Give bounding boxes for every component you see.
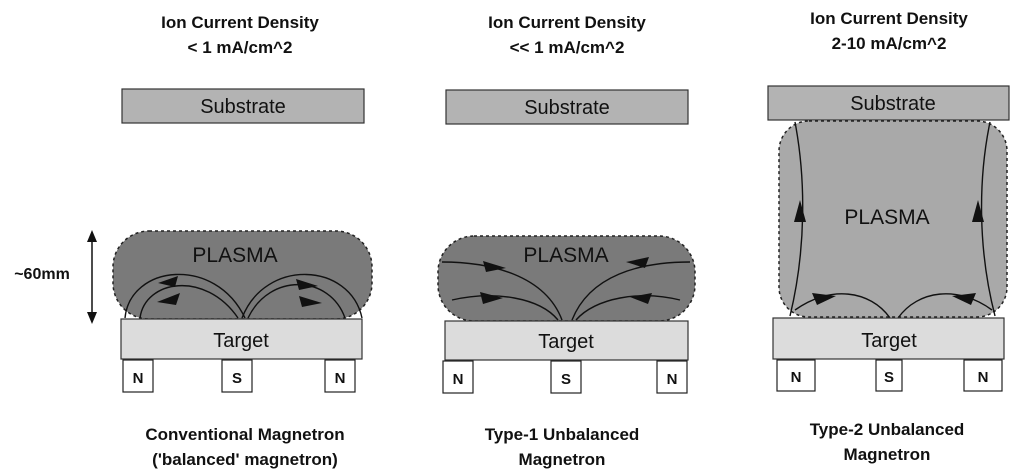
field-line bbox=[794, 293, 891, 319]
substrate-label: Substrate bbox=[850, 93, 936, 115]
dimension-arrow-up bbox=[87, 230, 97, 242]
magnet-label: S bbox=[561, 371, 571, 388]
arrow-marker bbox=[296, 279, 318, 290]
magnet-north-left bbox=[122, 359, 154, 393]
target-block bbox=[120, 318, 363, 360]
field-line bbox=[241, 273, 363, 319]
arrow-marker bbox=[483, 261, 506, 272]
substrate-block bbox=[121, 88, 365, 124]
dimension-arrow-down bbox=[87, 312, 97, 324]
arrow-marker bbox=[972, 200, 984, 222]
magnet-label: S bbox=[884, 369, 894, 386]
height-dimension: ~60mm bbox=[14, 230, 97, 324]
field-line bbox=[124, 273, 246, 319]
magnet-label: N bbox=[335, 370, 346, 387]
target-label: Target bbox=[213, 330, 269, 352]
magnet-north-right bbox=[656, 360, 688, 394]
arrow-marker bbox=[812, 293, 836, 305]
magnet-south bbox=[221, 359, 253, 393]
substrate-label: Substrate bbox=[524, 97, 610, 119]
magnet-north-left bbox=[442, 360, 474, 394]
arrow-marker bbox=[630, 293, 652, 304]
density-title: Ion Current Density bbox=[810, 9, 968, 28]
panel-conventional: Ion Current Density < 1 mA/cm^2 Substrat… bbox=[112, 13, 373, 469]
plasma-label: PLASMA bbox=[523, 244, 608, 267]
magnet-label: N bbox=[978, 369, 989, 386]
caption-line2: Magnetron bbox=[519, 450, 606, 469]
magnet-north-right bbox=[324, 359, 356, 393]
target-block bbox=[444, 320, 689, 361]
plasma-label: PLASMA bbox=[844, 206, 929, 229]
field-line bbox=[441, 261, 563, 321]
caption-line1: Type-2 Unbalanced bbox=[810, 420, 965, 439]
field-arrows bbox=[794, 200, 984, 305]
density-value: 2-10 mA/cm^2 bbox=[832, 34, 947, 53]
target-label: Target bbox=[538, 331, 594, 353]
arrow-marker bbox=[626, 257, 649, 268]
density-value: << 1 mA/cm^2 bbox=[510, 38, 625, 57]
magnet-north-right bbox=[963, 359, 1003, 392]
field-line bbox=[451, 295, 559, 321]
density-title: Ion Current Density bbox=[161, 13, 319, 32]
arrow-marker bbox=[158, 276, 178, 287]
field-line bbox=[571, 261, 691, 321]
field-line bbox=[575, 295, 681, 321]
field-arrows bbox=[157, 276, 322, 307]
substrate-label: Substrate bbox=[200, 96, 286, 118]
panel-type1: Ion Current Density << 1 mA/cm^2 Substra… bbox=[437, 13, 696, 469]
density-value: < 1 mA/cm^2 bbox=[188, 38, 293, 57]
arrow-marker bbox=[299, 296, 322, 307]
arrow-marker bbox=[480, 292, 503, 304]
magnet-south bbox=[550, 360, 582, 394]
panel-type2: Ion Current Density 2-10 mA/cm^2 Substra… bbox=[767, 9, 1010, 464]
target-label: Target bbox=[861, 330, 917, 352]
magnet-label: N bbox=[453, 371, 464, 388]
substrate-block bbox=[767, 85, 1010, 121]
arrow-marker bbox=[952, 293, 976, 305]
caption-line2: Magnetron bbox=[844, 445, 931, 464]
caption-line1: Conventional Magnetron bbox=[145, 425, 344, 444]
magnet-label: N bbox=[133, 370, 144, 387]
target-block bbox=[772, 317, 1005, 360]
magnet-south bbox=[875, 359, 903, 392]
plasma-label: PLASMA bbox=[192, 244, 277, 267]
arrow-marker bbox=[794, 200, 806, 222]
substrate-block bbox=[445, 89, 689, 125]
magnet-label: S bbox=[232, 370, 242, 387]
magnet-label: N bbox=[791, 369, 802, 386]
height-label: ~60mm bbox=[14, 266, 70, 283]
magnet-label: N bbox=[667, 371, 678, 388]
field-line bbox=[897, 293, 993, 319]
field-lines bbox=[441, 261, 691, 321]
field-arrows bbox=[480, 257, 652, 304]
arrow-marker bbox=[157, 293, 180, 305]
field-line bbox=[139, 284, 239, 319]
caption-line1: Type-1 Unbalanced bbox=[485, 425, 640, 444]
magnet-north-left bbox=[776, 359, 816, 392]
caption-line2: ('balanced' magnetron) bbox=[152, 450, 338, 469]
plasma-region bbox=[778, 120, 1008, 318]
density-title: Ion Current Density bbox=[488, 13, 646, 32]
